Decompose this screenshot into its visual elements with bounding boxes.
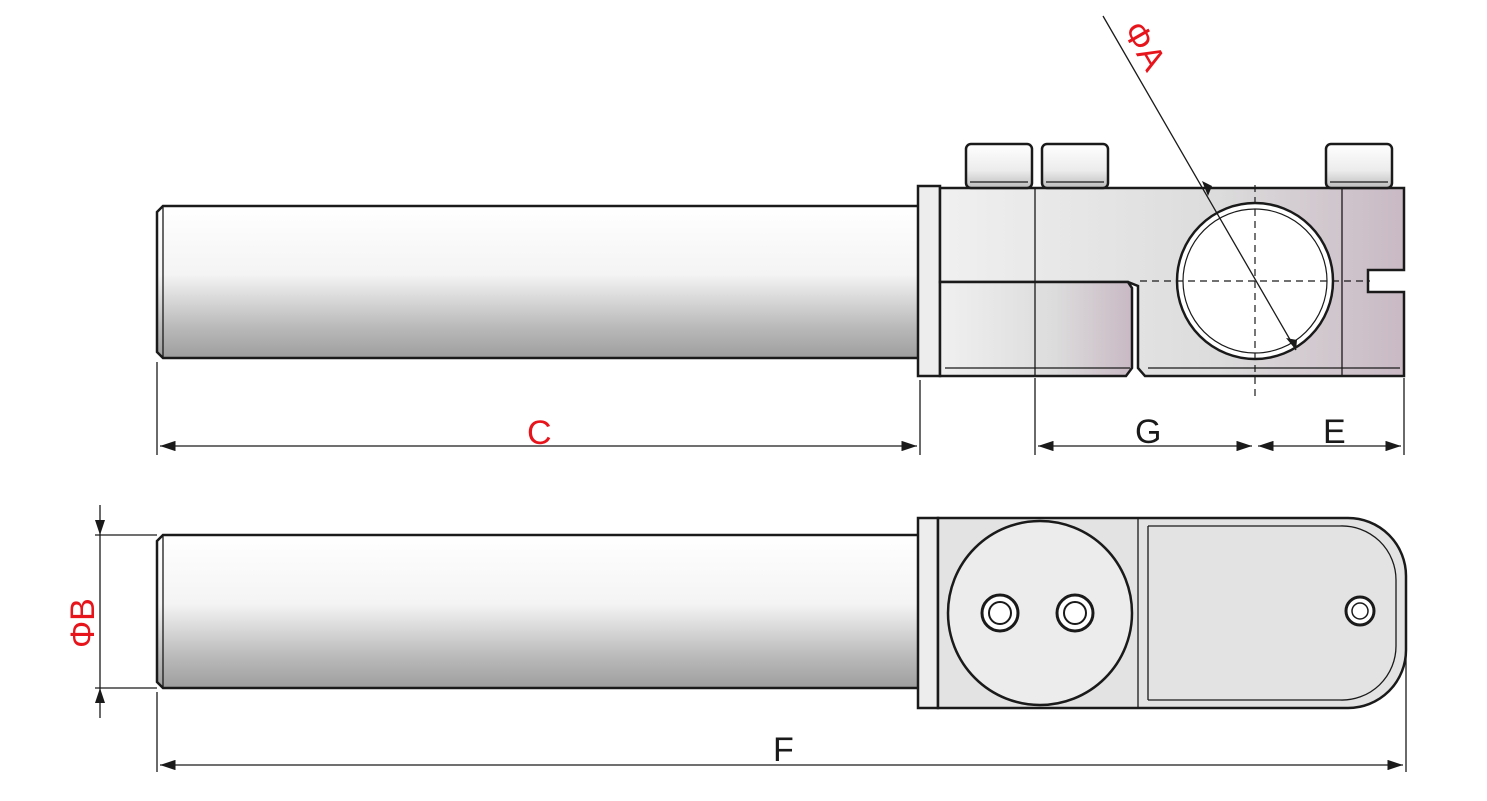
screw-hole-3 bbox=[1344, 595, 1376, 627]
plan-bore-outline bbox=[946, 519, 1134, 707]
screw-hole-2 bbox=[1055, 593, 1095, 633]
dia-a-label: ΦA bbox=[1115, 15, 1173, 77]
side-collar bbox=[916, 184, 942, 378]
screw-head-3 bbox=[1324, 142, 1394, 190]
side-view bbox=[155, 142, 1406, 400]
dia-b-label: ΦB bbox=[64, 598, 102, 648]
plan-view bbox=[155, 516, 1408, 710]
screw-head-1 bbox=[964, 142, 1034, 190]
side-rod bbox=[155, 204, 922, 360]
dim-f-label: F bbox=[773, 731, 794, 769]
plan-rod bbox=[155, 533, 922, 690]
screw-head-2 bbox=[1040, 142, 1110, 190]
dim-g-label: G bbox=[1135, 413, 1161, 451]
dim-e-label: E bbox=[1323, 413, 1346, 451]
dim-c-label: C bbox=[527, 414, 552, 452]
screw-hole-1 bbox=[980, 593, 1020, 633]
dia-a-leader bbox=[1102, 15, 1297, 351]
